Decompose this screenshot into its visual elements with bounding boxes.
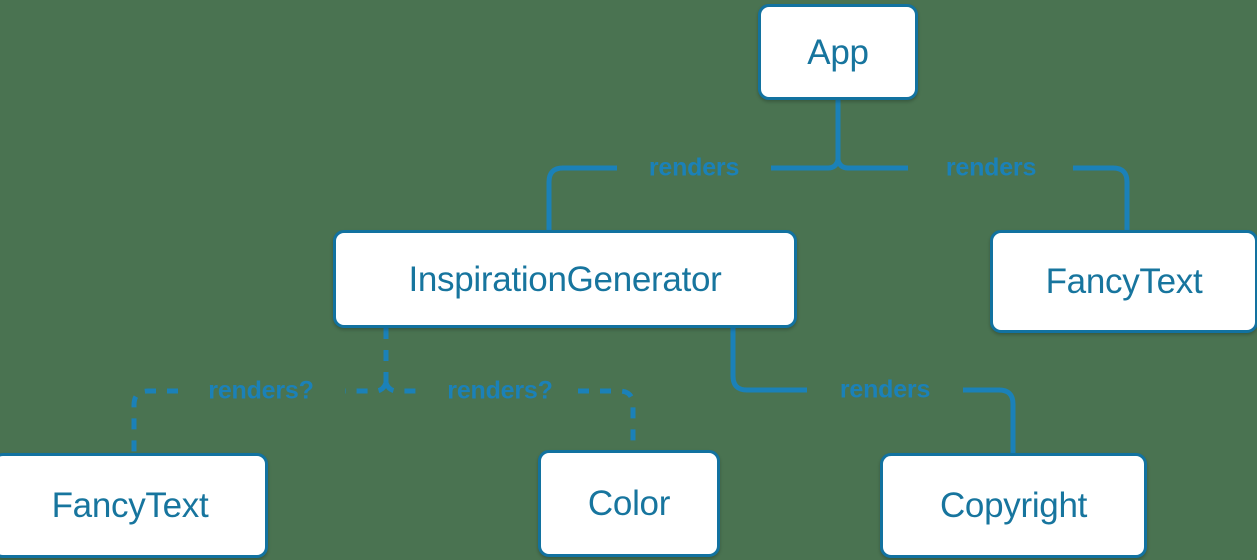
edge-label-inspiration-generator-to-color: renders?	[447, 376, 553, 405]
node-fancytext-bottom[interactable]: FancyText	[0, 453, 268, 558]
edge-app-to-inspiration-left-arm	[546, 165, 617, 230]
node-color-label: Color	[587, 484, 671, 523]
node-inspiration-generator[interactable]: InspirationGenerator	[333, 230, 797, 328]
edge-inspiration-to-color-right-arm	[578, 388, 636, 450]
edge-inspiration-to-copyright-right-arm	[963, 387, 1016, 453]
edge-app-to-fancytext-right-arm	[1073, 165, 1130, 230]
edge-label-inspiration-generator-to-copyright: renders	[839, 375, 931, 404]
node-copyright-label: Copyright	[939, 486, 1088, 525]
node-app[interactable]: App	[758, 4, 918, 100]
node-app-label: App	[807, 32, 869, 72]
edge-app-to-fancytext-left-arm	[835, 159, 908, 171]
edge-inspiration-to-fancytext-right-arm	[345, 382, 389, 394]
edge-label-app-to-fancytext: renders	[945, 153, 1037, 182]
edge-app-to-inspiration-right-arm	[771, 159, 841, 171]
edge-inspiration-to-fancytext-left-arm	[131, 388, 178, 453]
edge-label-inspiration-generator-to-fancytext: renders?	[208, 376, 314, 405]
edge-inspiration-to-copyright-left-arm	[730, 328, 807, 393]
node-color[interactable]: Color	[538, 450, 720, 557]
edge-inspiration-to-color-left-arm	[383, 382, 421, 394]
node-fancytext-bottom-label: FancyText	[51, 486, 209, 525]
node-inspiration-generator-label: InspirationGenerator	[408, 259, 722, 299]
node-fancytext-top[interactable]: FancyText	[990, 230, 1257, 333]
node-fancytext-top-label: FancyText	[1045, 262, 1203, 301]
node-copyright[interactable]: Copyright	[880, 453, 1147, 558]
edge-label-app-to-inspiration-generator: renders	[648, 153, 740, 182]
